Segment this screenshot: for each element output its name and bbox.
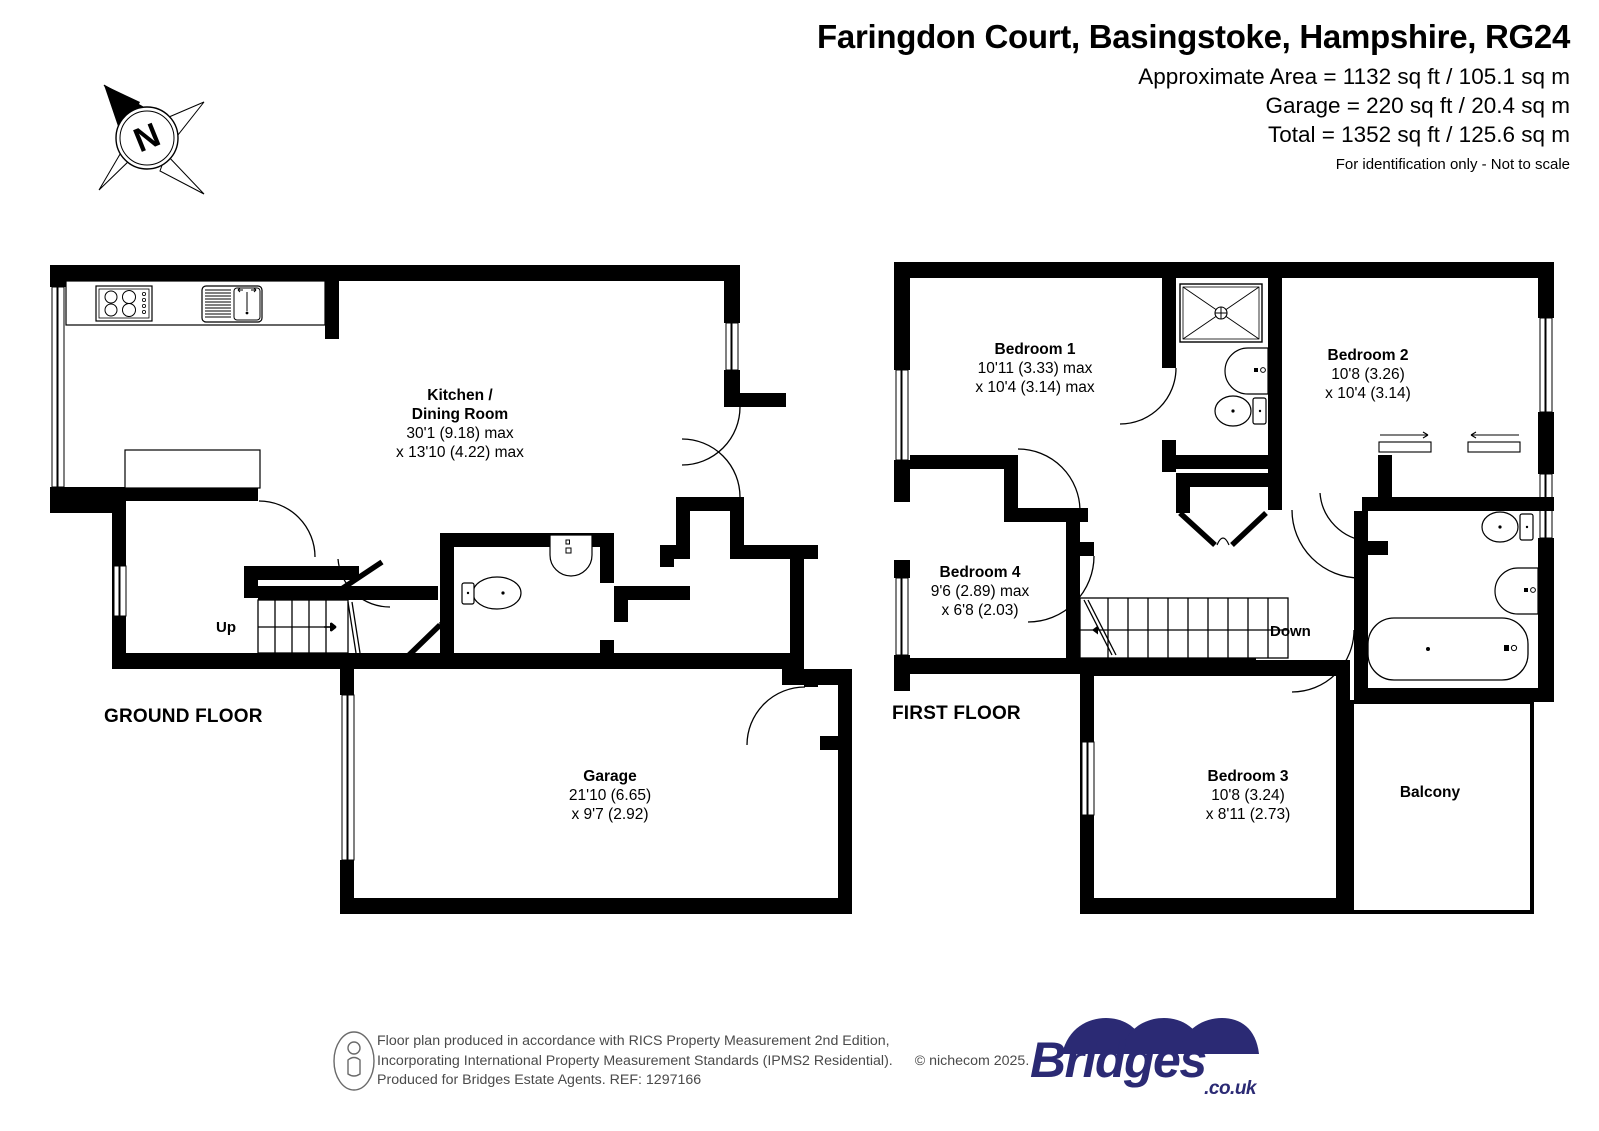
first-floor-walls (894, 262, 1554, 914)
staircase-down (1079, 597, 1289, 659)
room-label-bedroom-3: Bedroom 3 10'8 (3.24) x 8'11 (2.73) (1205, 768, 1291, 823)
bathroom-basin-icon (1494, 567, 1539, 615)
footer-copyright: © nichecom 2025. (914, 1052, 1030, 1069)
first-floor-door-swings (1017, 367, 1369, 693)
bathtub-icon (1367, 617, 1529, 681)
bridges-logo-tld: .co.uk (1204, 1078, 1256, 1099)
first-floor-plan (894, 262, 1554, 914)
wc-basin-icon (549, 534, 593, 577)
header: Faringdon Court, Basingstoke, Hampshire,… (0, 0, 1570, 173)
stairs-down-label: Down (1270, 623, 1311, 640)
person-in-ellipse-icon (333, 1031, 375, 1091)
footer-line-2-wrap: Incorporating International Property Mea… (377, 1052, 1029, 1072)
footer-line-2: Incorporating International Property Mea… (377, 1052, 893, 1069)
ground-floor-label: GROUND FLOOR (104, 706, 263, 727)
ensuite-toilet-icon (1214, 395, 1267, 427)
kitchen-unit (124, 449, 261, 489)
disclaimer-text: For identification only - Not to scale (1335, 156, 1570, 173)
bridges-logo-text: Bridges (1030, 1032, 1207, 1088)
bridges-logo[interactable]: Bridges .co.uk (1030, 1012, 1260, 1099)
page-title: Faringdon Court, Basingstoke, Hampshire,… (817, 18, 1570, 55)
ground-floor-walls (50, 265, 852, 914)
compass-rose-icon: N (98, 84, 205, 195)
footer-disclaimer: Floor plan produced in accordance with R… (377, 1032, 1029, 1091)
wardrobe-sliding-doors-icon (1378, 431, 1521, 453)
room-label-balcony: Balcony (1399, 784, 1461, 801)
door-swings (258, 406, 806, 746)
stairs-up-label: Up (216, 619, 236, 636)
wc-toilet-icon (461, 576, 522, 610)
garage-area-text: Garage = 220 sq ft / 20.4 sq m (1265, 93, 1570, 118)
ensuite-basin-icon (1224, 347, 1269, 395)
cupboard-hinge-arc (1216, 537, 1230, 546)
staircase-up (257, 599, 361, 654)
room-label-bedroom-4: Bedroom 4 9'6 (2.89) max x 6'8 (2.03) (930, 564, 1030, 619)
shower-tray-icon (1179, 283, 1263, 343)
footer-line-1: Floor plan produced in accordance with R… (377, 1033, 890, 1049)
bridges-arches-icon (1062, 1018, 1259, 1054)
first-floor-label: FIRST FLOOR (892, 703, 1021, 724)
room-label-bedroom-1: Bedroom 1 10'11 (3.33) max x 10'4 (3.14)… (975, 341, 1095, 396)
room-label-kitchen-dining: Kitchen / Dining Room 30'1 (9.18) max x … (396, 387, 524, 461)
airing-cupboard-doors (1178, 510, 1268, 548)
total-area-text: Total = 1352 sq ft / 125.6 sq m (1267, 122, 1570, 147)
footer-line-3: Produced for Bridges Estate Agents. REF:… (377, 1072, 702, 1088)
approximate-area-text: Approximate Area = 1132 sq ft / 105.1 sq… (1138, 64, 1570, 89)
room-label-bedroom-2: Bedroom 2 10'8 (3.26) x 10'4 (3.14) (1325, 347, 1411, 402)
sink-icon (201, 285, 263, 323)
hob-icon (95, 285, 153, 322)
door-leaves (338, 559, 442, 658)
bathroom-toilet-icon (1481, 511, 1534, 543)
balcony-walls (1350, 700, 1534, 914)
ground-floor-plan (50, 265, 852, 914)
room-label-garage: Garage 21'10 (6.65) x 9'7 (2.92) (568, 768, 652, 823)
